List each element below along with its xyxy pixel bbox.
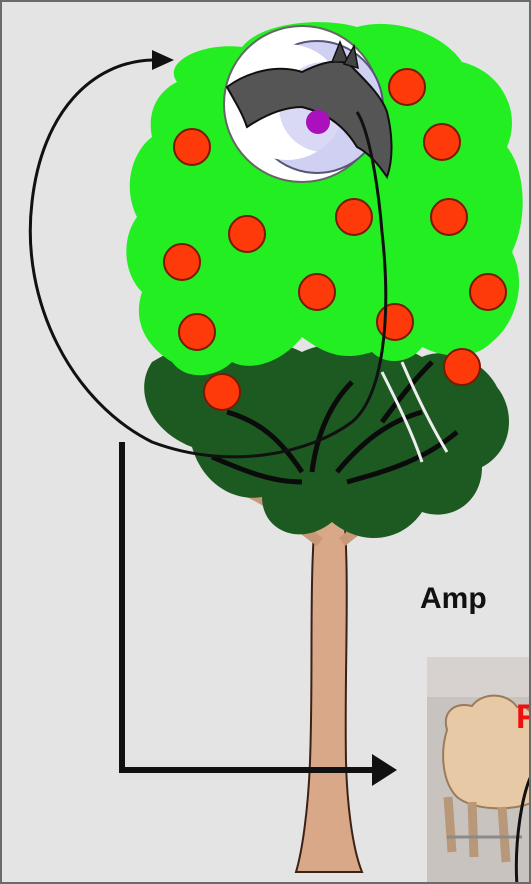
fruit: [424, 124, 460, 160]
arrow-head-elbow: [372, 754, 397, 786]
fruit: [336, 199, 372, 235]
fruit: [389, 69, 425, 105]
fruit: [470, 274, 506, 310]
fruit: [377, 304, 413, 340]
arrow-head-cycle: [152, 50, 174, 70]
red-text-fragment: F: [516, 698, 531, 736]
fruit: [204, 374, 240, 410]
fruit: [444, 349, 480, 385]
animal-photo: [427, 657, 531, 884]
fruit: [431, 199, 467, 235]
fruit: [299, 274, 335, 310]
fruit: [179, 314, 215, 350]
fruit: [164, 244, 200, 280]
bat-eye: [306, 110, 330, 134]
fruit: [229, 216, 265, 252]
amp-label: Amp: [420, 582, 487, 615]
fruit: [174, 129, 210, 165]
